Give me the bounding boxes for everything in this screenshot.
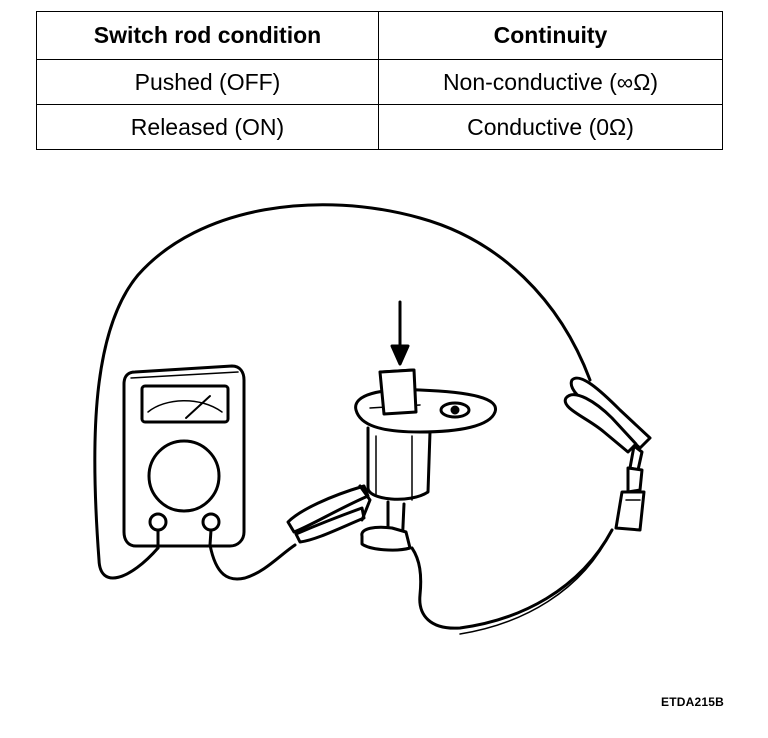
alligator-clip-icon (563, 376, 652, 532)
table-row: Released (ON) Conductive (0Ω) (36, 104, 723, 150)
continuity-table: Switch rod condition Continuity Pushed (… (36, 11, 723, 150)
table-row: Pushed (OFF) Non-conductive (∞Ω) (36, 59, 723, 105)
test-lead-right (410, 528, 614, 630)
cell-condition-released: Released (ON) (36, 104, 379, 150)
cell-continuity-released: Conductive (0Ω) (378, 104, 723, 150)
cell-continuity-pushed: Non-conductive (∞Ω) (378, 59, 723, 105)
test-lead-top (93, 203, 592, 580)
door-switch-icon (354, 368, 497, 552)
multimeter-icon (122, 364, 246, 550)
header-switch-rod-condition: Switch rod condition (36, 11, 379, 60)
alligator-clip-icon (286, 484, 372, 544)
figure-code: ETDA215B (661, 695, 724, 709)
arrow-down-icon (390, 300, 410, 366)
test-lead-bottom (208, 543, 297, 581)
header-continuity: Continuity (378, 11, 723, 60)
table-header-row: Switch rod condition Continuity (36, 11, 723, 60)
